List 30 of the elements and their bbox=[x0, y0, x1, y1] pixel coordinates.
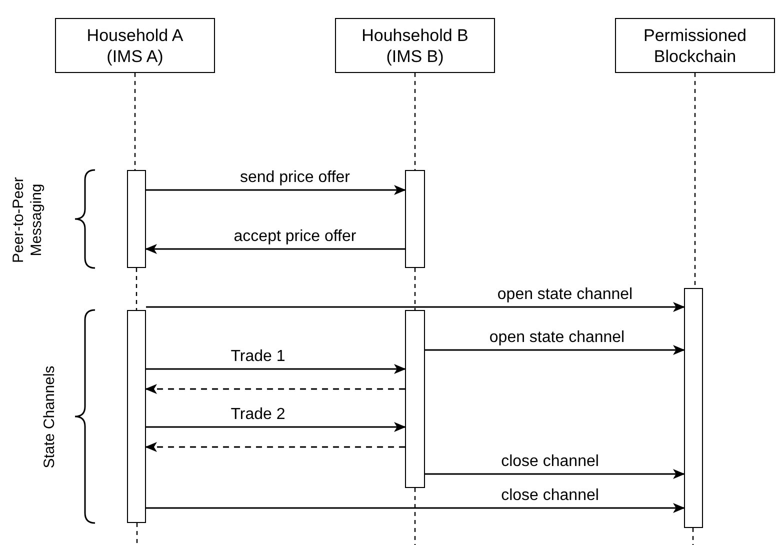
participant-name: Houhsehold B (IMS B) bbox=[360, 24, 470, 66]
return-arrow bbox=[145, 384, 405, 394]
message-arrow bbox=[146, 302, 685, 312]
edge-label: send price offer bbox=[238, 169, 352, 187]
message-arrow bbox=[425, 469, 685, 479]
group-label: State Channels bbox=[41, 364, 59, 470]
lifeline-header bbox=[55, 18, 215, 73]
edge-label: accept price offer bbox=[232, 228, 358, 246]
return-arrow bbox=[145, 442, 405, 452]
participant-name: Permissioned Blockchain bbox=[642, 24, 748, 66]
lifeline bbox=[134, 73, 136, 170]
participant-name: Household A (IMS A) bbox=[86, 24, 184, 66]
activation-bar bbox=[684, 288, 703, 528]
message-arrow bbox=[425, 345, 685, 355]
message-arrow bbox=[146, 503, 685, 513]
activation-bar bbox=[405, 170, 425, 268]
message-arrow bbox=[146, 364, 406, 374]
message-arrow bbox=[146, 185, 406, 195]
group-label: Peer-to-Peer Messaging bbox=[10, 176, 46, 265]
activation-bar bbox=[127, 310, 146, 523]
lifeline-header bbox=[335, 18, 495, 73]
message-arrow bbox=[145, 244, 405, 254]
lifeline-header bbox=[615, 18, 775, 73]
lifeline bbox=[694, 73, 696, 288]
activation-bar bbox=[127, 170, 146, 268]
activation-bar bbox=[405, 310, 425, 488]
lifeline bbox=[414, 73, 416, 170]
lifeline bbox=[136, 268, 138, 310]
message-arrow bbox=[146, 422, 406, 432]
lifeline bbox=[414, 268, 416, 310]
